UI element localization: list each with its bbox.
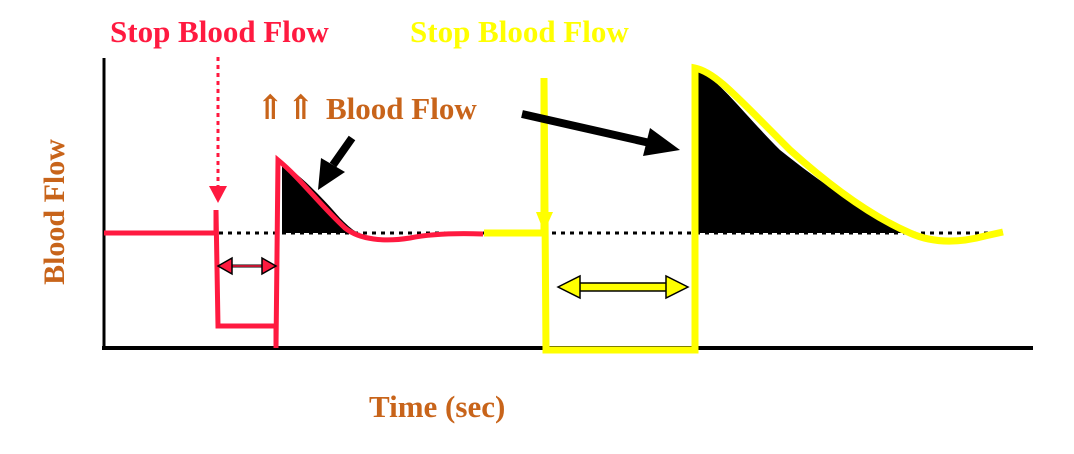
black-arrow-red-peak-line xyxy=(329,135,356,168)
yellow-duration-arrowhead-right xyxy=(665,274,690,300)
yellow-excess-area xyxy=(697,70,910,233)
black-arrow-yellow-peak-line xyxy=(521,110,651,147)
x-axis-label: Time (sec) xyxy=(369,389,506,424)
yellow-stop-arrowhead xyxy=(536,212,553,232)
red-stop-arrowhead xyxy=(209,186,227,203)
yellow-flow-trace xyxy=(484,63,1004,354)
yellow-duration-arrowhead-left xyxy=(556,274,581,300)
yellow-duration-arrow-shaft xyxy=(575,282,671,292)
black-arrow-yellow-peak-head xyxy=(643,128,680,156)
black-arrow-red-peak-head xyxy=(318,158,345,190)
red-duration-arrowhead-right xyxy=(261,256,278,276)
increase-arrows-icon: ⇑⇑ xyxy=(256,90,317,127)
increased-blood-flow-label: Blood Flow xyxy=(326,91,477,126)
red-duration-arrowhead-left xyxy=(216,256,233,276)
stop-blood-flow-label-yellow: Stop Blood Flow xyxy=(410,14,629,49)
stop-blood-flow-label-red: Stop Blood Flow xyxy=(110,14,329,49)
y-axis-label: Blood Flow xyxy=(38,139,71,285)
red-flow-trace xyxy=(104,154,484,349)
